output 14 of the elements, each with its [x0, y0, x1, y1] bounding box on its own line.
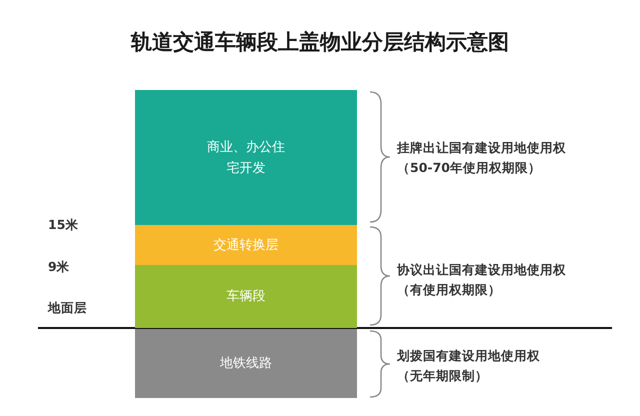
level-label: 地面层 [48, 300, 87, 317]
land-right-note: （50-70年使用权期限） [397, 160, 541, 177]
height-label: 9米 [48, 259, 70, 276]
land-right-note: 挂牌出让国有建设用地使用权 [397, 140, 566, 157]
land-right-note: （有使用权期限） [397, 282, 501, 299]
title: 轨道交通车辆段上盖物业分层结构示意图 [130, 29, 510, 56]
layer-band: 车辆段 [135, 265, 357, 328]
layer-band: 交通转换层 [135, 225, 357, 265]
layer-band: 商业、办公住宅开发 [135, 90, 357, 225]
layer-band: 地铁线路 [135, 329, 357, 398]
land-right-note: 划拨国有建设用地使用权 [397, 348, 540, 365]
land-right-note: （无年期限制） [397, 368, 488, 385]
height-label: 15米 [48, 217, 78, 234]
land-right-note: 协议出让国有建设用地使用权 [397, 262, 566, 279]
